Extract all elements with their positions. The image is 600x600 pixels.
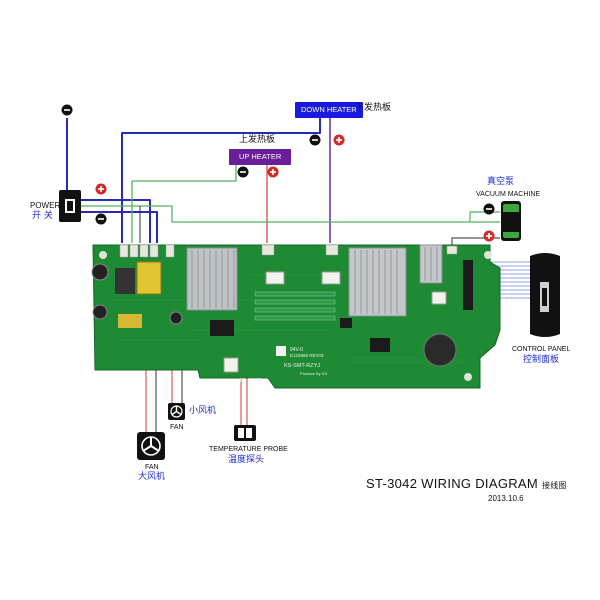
wire-down-heater-minus: [121, 117, 321, 243]
vacuum-machine: [501, 201, 521, 241]
minus-up-heater: [237, 166, 249, 178]
temperature-probe-icon: [234, 425, 256, 441]
connector-white-1: [265, 271, 285, 285]
control-panel-cn: 控制面板: [523, 355, 560, 365]
diagram-title-text: ST-3042 WIRING DIAGRAM: [366, 476, 539, 491]
power-switch: [59, 190, 81, 222]
terminal-2: [129, 244, 139, 258]
connector-white-4: [223, 357, 239, 373]
control-panel-label: CONTROL PANEL: [512, 346, 571, 353]
diagram-date: 2013.10.6: [488, 494, 524, 503]
big-fan-icon: [137, 432, 165, 460]
big-fan-label: FAN: [145, 464, 159, 471]
ic-2: [370, 338, 390, 352]
capacitor-3: [169, 311, 183, 325]
backup-battery: [423, 333, 457, 367]
small-fan-label: FAN: [170, 424, 184, 431]
ic-3: [340, 318, 352, 328]
connector-white-2: [321, 271, 341, 285]
diagram-title: ST-3042 WIRING DIAGRAM 接线图: [366, 476, 567, 491]
wire-power-to-board-2: [78, 211, 158, 243]
pcb-serial: RL 10873: [240, 378, 262, 384]
small-fan-icon: [168, 403, 185, 420]
control-header: [463, 260, 473, 310]
temperature-probe-label: TEMPERATURE PROBE: [209, 446, 288, 453]
connector-white-3: [431, 291, 447, 305]
plus-down-heater: [333, 134, 345, 146]
terminal-5: [165, 244, 175, 258]
small-fan-cn: 小风机: [189, 406, 217, 416]
minus-down-heater: [309, 134, 321, 146]
terminal-3: [139, 244, 149, 258]
terminal-down-heater: [325, 244, 339, 256]
big-fan-cn: 大风机: [138, 472, 166, 482]
transformer: [136, 261, 162, 295]
control-panel: [530, 253, 560, 337]
mount-hole-2: [99, 251, 107, 259]
pcb-logo: [276, 346, 286, 356]
pcb-line2: E123865 REV03: [290, 353, 324, 358]
mount-hole-3: [464, 373, 472, 381]
relay-block: [115, 268, 135, 294]
wire-green-long: [78, 205, 500, 223]
down-heater-tag: DOWN HEATER: [295, 102, 363, 118]
temperature-probe-cn: 温度探头: [228, 455, 265, 465]
wire-vacuum-minus: [469, 211, 500, 222]
wire-power-to-board-1: [78, 199, 151, 243]
relay-yellow: [118, 314, 142, 328]
heatsink-left: [186, 247, 238, 311]
capacitor-1: [91, 263, 109, 281]
power-cn: 开 关: [32, 211, 53, 221]
heatsink-small: [419, 244, 443, 284]
polarity-markers: [61, 104, 495, 242]
mount-hole-1: [484, 251, 492, 259]
minus-power-top: [61, 104, 73, 116]
minus-vacuum: [483, 203, 495, 215]
pcb-board: 94V-0 E123865 REV03 KS-SMT-RZYJ Produce …: [91, 244, 501, 389]
down-heater-cn: 下发热板: [355, 103, 392, 113]
minus-power-right: [95, 213, 107, 225]
pcb-produce: Produce By KS: [300, 371, 327, 376]
diagram-title-cn: 接线图: [541, 481, 567, 490]
vacuum-cn: 真空泵: [487, 177, 515, 187]
heatsink-right: [348, 247, 407, 317]
ic-1: [210, 320, 234, 336]
vacuum-label: VACUUM MACHINE: [476, 191, 541, 198]
terminal-up-heater: [261, 244, 275, 256]
terminal-vacuum: [446, 245, 458, 255]
terminal-4: [149, 244, 159, 258]
up-heater-cn: 上发热板: [239, 135, 276, 145]
power-label: POWER: [30, 201, 61, 210]
resistor-array: [254, 291, 336, 321]
capacitor-2: [92, 304, 108, 320]
plus-power-right: [95, 183, 107, 195]
terminal-1: [119, 244, 129, 258]
plus-vacuum: [483, 230, 495, 242]
plus-up-heater: [267, 166, 279, 178]
up-heater-tag: UP HEATER: [229, 149, 292, 165]
pcb-model: KS-SMT-RZYJ: [284, 363, 320, 369]
wire-up-heater-minus: [131, 165, 237, 243]
pcb-line1: 94V-0: [290, 347, 303, 353]
